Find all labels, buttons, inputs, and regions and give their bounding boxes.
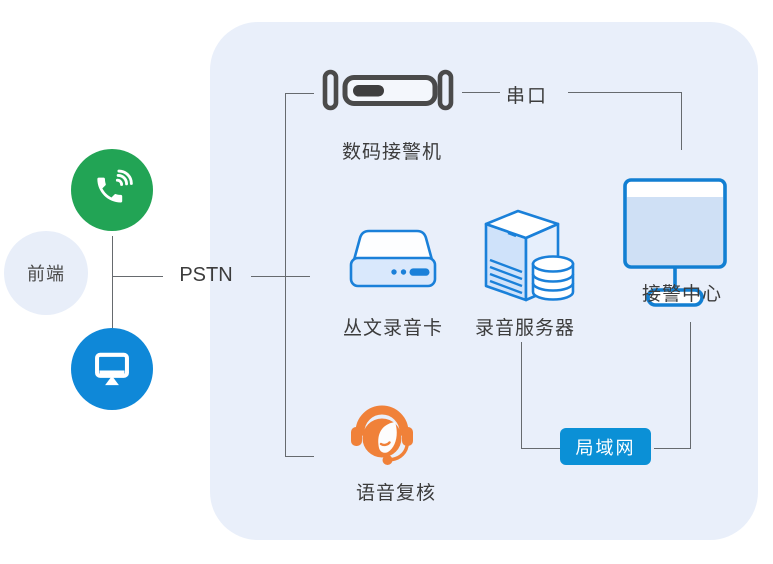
connector-frontend-vertical [112, 236, 113, 328]
connector-serial-right [568, 92, 681, 93]
recording-card-label: 丛文录音卡 [342, 318, 443, 339]
recording-card-box-icon [349, 229, 437, 288]
lan-label: 局域网 [575, 437, 636, 458]
connector-pstn-left [112, 276, 163, 277]
connector-left-trunk [285, 93, 286, 456]
customer-service-headset-icon [351, 405, 413, 465]
system-panel [210, 22, 758, 540]
connector-serial-left [462, 92, 500, 93]
lan-badge: 局域网 [560, 428, 651, 465]
front-end-node: 前端 [4, 231, 88, 315]
connector-center-to-lan [690, 322, 691, 448]
voice-review-label: 语音复核 [355, 483, 436, 504]
pstn-label: PSTN [179, 264, 233, 286]
digital-receiver-label: 数码接警机 [341, 142, 442, 163]
connector-pstn-right [251, 276, 310, 277]
digital-receiver-device-icon [322, 69, 454, 111]
server-tower-database-icon [484, 209, 575, 302]
desktop-monitor-icon [95, 352, 129, 386]
serial-port-label: 串口 [505, 86, 548, 107]
front-end-label: 前端 [27, 264, 65, 284]
connector-branch-receiver [285, 93, 314, 94]
alarm-center-monitor-icon [623, 178, 727, 307]
alarm-center-label: 接警中心 [641, 284, 722, 305]
connector-branch-voice-review [285, 456, 314, 457]
connector-server-to-lan [521, 342, 522, 448]
phone-call-icon [97, 169, 133, 203]
phone-node [71, 149, 153, 231]
connector-lan-left [521, 448, 560, 449]
terminal-node [71, 328, 153, 410]
connector-serial-down [681, 92, 682, 150]
recording-server-label: 录音服务器 [474, 318, 575, 339]
connector-lan-right [654, 448, 691, 449]
